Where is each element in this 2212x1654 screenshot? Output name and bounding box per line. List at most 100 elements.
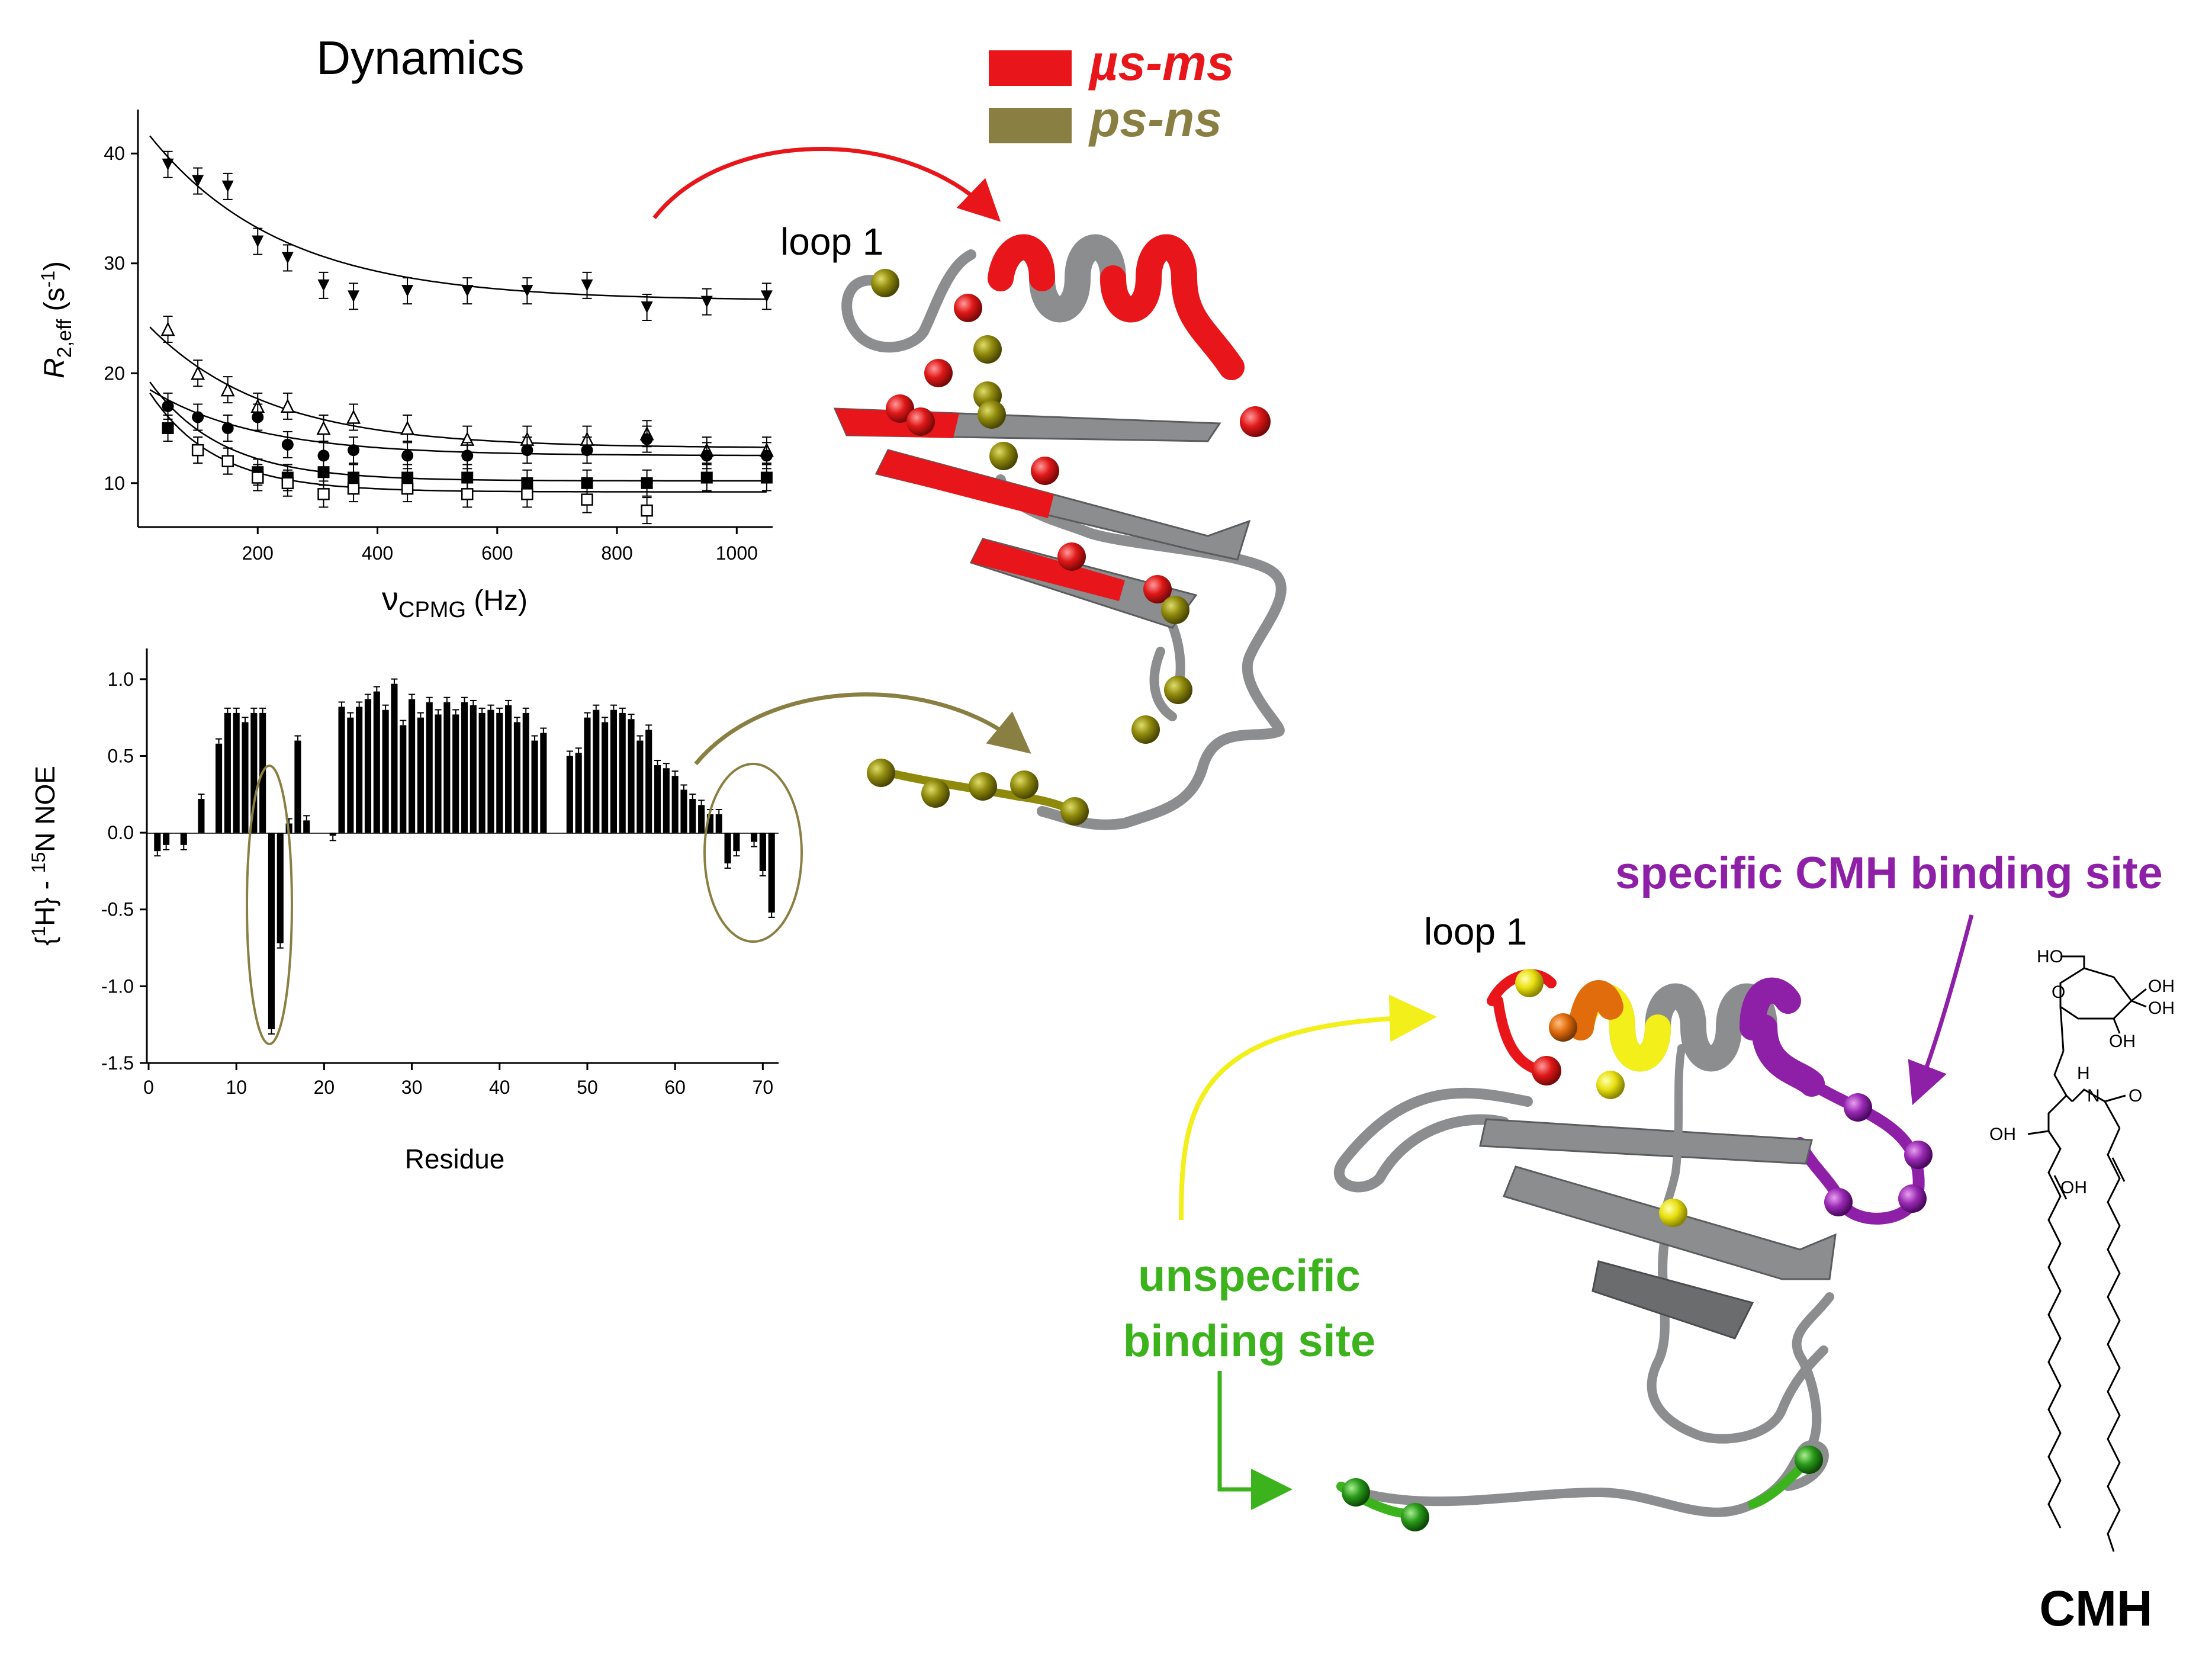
olive-arrow [694, 692, 1031, 766]
yellow-arrow [1179, 994, 1437, 1221]
chart1-point [281, 244, 294, 272]
cmh-molecule [2027, 955, 2147, 1552]
chart2-bar [373, 686, 380, 833]
atom-oh-4: OH [1989, 1125, 2016, 1144]
chart2-xlabel: Residue [405, 1144, 505, 1174]
chart1-ylabel: R2,eff (s-1) [37, 261, 76, 378]
chart2-bar [689, 794, 696, 833]
chart2-bar [400, 720, 407, 833]
chart2-bar [303, 815, 310, 833]
coil-loop1 [841, 249, 976, 353]
unspecific-site-label-line2: binding site [1123, 1316, 1375, 1366]
helix-purple-segment [1740, 977, 1825, 1097]
atom-o-amide: O [2129, 1086, 2142, 1106]
chart1-point [401, 442, 414, 470]
chart2-xtick-label: 30 [401, 1077, 423, 1098]
purple-arrow [1908, 914, 1974, 1106]
protein-structure-binding: loop 1 specific CMH binding site unspeci… [1123, 848, 2163, 1531]
protein-structure-dynamics: loop 1 [780, 220, 1287, 830]
chart1-point [641, 425, 653, 453]
chart2-bar [759, 833, 766, 876]
chart1-ytick-label: 30 [104, 253, 125, 274]
chart1-point [760, 282, 773, 310]
chart1-point [160, 316, 175, 343]
chart2-bar [505, 699, 512, 833]
chart1-xtick-label: 1000 [716, 542, 758, 564]
cmh-atom-labels: HO O OH OH OH H N O OH OH [1989, 947, 2175, 1197]
chart1-point [221, 172, 234, 200]
chart2-bar [268, 833, 275, 1035]
coil-left-arm [1334, 1087, 1533, 1193]
chart2-bar [680, 784, 687, 833]
chart2-bar [724, 833, 731, 869]
chart1-point [192, 403, 204, 431]
chart2-bar [566, 750, 573, 833]
chart1-point [401, 475, 414, 503]
chart2-bar [417, 712, 424, 833]
fatty-acid-chain [2107, 1128, 2121, 1552]
atom-o-ring: O [2052, 982, 2065, 1002]
legend: µs-ms ps-ns [989, 35, 1234, 147]
chart1-point [461, 277, 474, 305]
chart2-bar [154, 833, 161, 857]
legend-label-psns: ps-ns [1088, 91, 1222, 147]
chart2-xtick-label: 20 [314, 1077, 335, 1098]
cmh-label: CMH [2039, 1581, 2152, 1636]
chart2-bar [513, 717, 520, 833]
chart2-bar [575, 747, 582, 833]
chart2-bar [540, 727, 547, 833]
legend-swatch-usms [989, 50, 1072, 86]
chart2-bar [294, 735, 301, 833]
chart1-point [641, 469, 653, 497]
chart2-xtick-label: 10 [226, 1077, 247, 1098]
chart1-point [347, 475, 360, 503]
chart2-bar [356, 701, 363, 833]
chart1-point [280, 392, 295, 420]
helix-orange-segment [1568, 980, 1623, 1040]
chart2-bar [180, 833, 187, 850]
sugar-bonds [2053, 955, 2147, 1103]
chart1-point [400, 415, 415, 442]
chart1-xtick-label: 400 [362, 542, 393, 564]
sugar-ring [2059, 967, 2133, 1020]
double-bond-marks [2053, 1157, 2126, 1200]
helix-red-segment [988, 234, 1245, 380]
chart2-bar [364, 693, 372, 833]
chart2-bar [610, 704, 617, 833]
chart1-point [760, 464, 773, 492]
loop1-label-top: loop 1 [780, 220, 883, 263]
psns-residue-spheres [867, 269, 1192, 826]
chart2-ylabel: {1H} - 15N NOE [28, 766, 60, 946]
chart1-point [191, 436, 204, 464]
chart1-point [461, 480, 474, 508]
chart1-point [521, 436, 533, 464]
coil-c-terminal-bottom [1336, 1440, 1829, 1517]
chart2-bar [250, 707, 258, 833]
chart2-bar [409, 693, 416, 833]
chart1-point [252, 464, 264, 492]
chart2-bar [443, 696, 451, 833]
chart2-bar [487, 704, 494, 833]
chart1-point [521, 277, 533, 305]
chart1-xtick-label: 600 [481, 542, 513, 564]
chart2-bar [435, 709, 442, 833]
chart2-bar [276, 833, 284, 949]
loop1-label-bottom: loop 1 [1424, 910, 1527, 953]
chart1-point [700, 464, 713, 492]
chart1-fit-curve-0 [149, 135, 767, 300]
chart1-point [700, 288, 713, 316]
chart2-bar [671, 770, 679, 833]
chart2-bar [602, 717, 609, 833]
chart2-ytick-label: 0.5 [108, 745, 134, 766]
chart2-bar [461, 696, 468, 833]
chart2-bar [698, 799, 705, 833]
chart2-bar [768, 833, 775, 918]
chart2-bar [233, 707, 240, 833]
chart2-bar [478, 707, 486, 833]
chart2-bar [224, 707, 231, 833]
atom-h: H [2077, 1064, 2090, 1083]
chart1-fit-curve-2 [149, 389, 767, 457]
